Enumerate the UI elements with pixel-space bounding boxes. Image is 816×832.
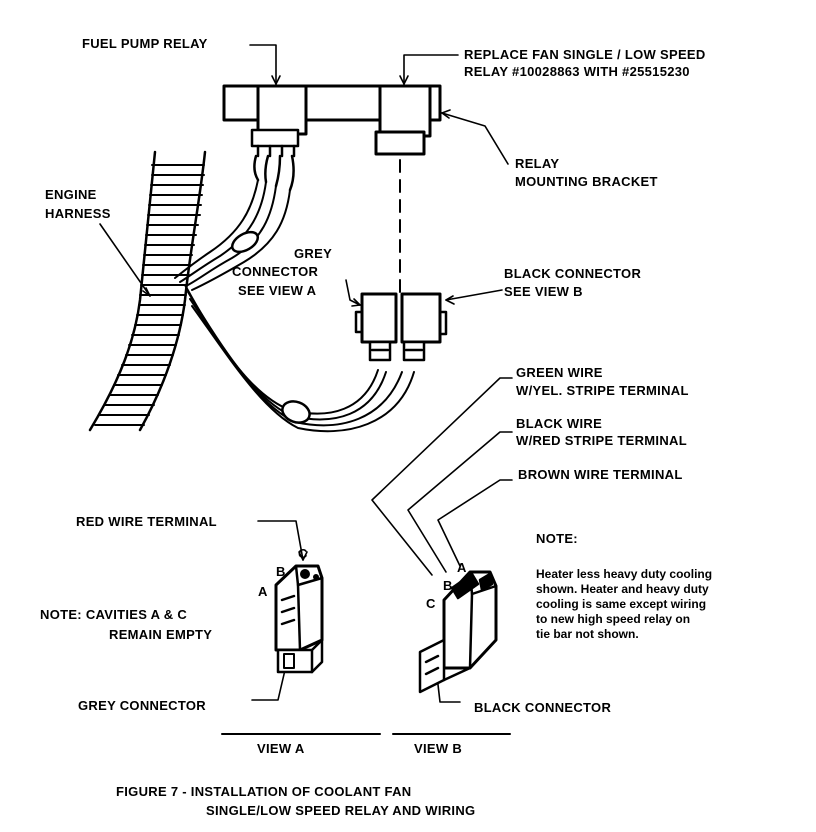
fan-relay: [374, 84, 432, 156]
replace-fan-label-line2: RELAY #10028863 WITH #25515230: [464, 64, 690, 79]
connector-branch-wires: [184, 284, 415, 433]
engine-harness-label-line1: ENGINE: [45, 187, 97, 202]
terminal-b-letter-view-a: B: [276, 564, 286, 579]
brown-wire-label: BROWN WIRE TERMINAL: [518, 467, 683, 482]
green-wire-label-line1: GREEN WIRE: [516, 365, 603, 380]
figure-caption-line1: FIGURE 7 - INSTALLATION OF COOLANT FAN: [116, 784, 412, 799]
note-body: Heater less heavy duty cooling shown. He…: [536, 567, 713, 641]
engine-harness-label-line2: HARNESS: [45, 206, 111, 221]
fuel-pump-relay-label: FUEL PUMP RELAY: [82, 36, 208, 51]
relay-mounting-label-line2: MOUNTING BRACKET: [515, 174, 658, 189]
black-connector-label-line2: SEE VIEW B: [504, 284, 583, 299]
terminal-b-letter-view-b: B: [443, 578, 453, 593]
grey-connector-label-line1: GREY: [294, 246, 333, 261]
red-wire-terminal-label: RED WIRE TERMINAL: [76, 514, 217, 529]
grey-connector-view-label: GREY CONNECTOR: [78, 698, 206, 713]
grey-connector-top: [354, 292, 398, 362]
grey-connector-view-a: [274, 564, 324, 674]
terminal-c-letter-view-a: C: [298, 546, 308, 561]
figure-caption-line2: SINGLE/LOW SPEED RELAY AND WIRING: [206, 803, 476, 818]
leader-lines: [99, 44, 513, 703]
black-connector-label-line1: BLACK CONNECTOR: [504, 266, 642, 281]
black-connector-view-b: [418, 570, 498, 694]
terminal-c-letter-view-b: C: [426, 596, 436, 611]
note-title: NOTE:: [536, 531, 578, 546]
cavities-note-line1: NOTE: CAVITIES A & C: [40, 607, 188, 622]
relay-wire-bundle: [174, 179, 291, 291]
black-wire-label-line2: W/RED STRIPE TERMINAL: [516, 433, 687, 448]
view-a-label: VIEW A: [257, 741, 305, 756]
grey-connector-label-line2: CONNECTOR: [232, 264, 319, 279]
black-connector-top: [400, 292, 448, 362]
grey-connector-label-line3: SEE VIEW A: [238, 283, 317, 298]
replace-fan-label-line1: REPLACE FAN SINGLE / LOW SPEED: [464, 47, 706, 62]
terminal-a-letter-view-a: A: [258, 584, 268, 599]
fuel-pump-relay: [250, 84, 308, 192]
green-wire-label-line2: W/YEL. STRIPE TERMINAL: [516, 383, 689, 398]
view-b-label: VIEW B: [414, 741, 463, 756]
relay-mounting-label-line1: RELAY: [515, 156, 560, 171]
cavities-note-line2: REMAIN EMPTY: [109, 627, 213, 642]
black-wire-label-line1: BLACK WIRE: [516, 416, 603, 431]
black-connector-view-label: BLACK CONNECTOR: [474, 700, 612, 715]
engine-harness: [88, 150, 207, 432]
terminal-a-letter-view-b: A: [457, 560, 467, 575]
